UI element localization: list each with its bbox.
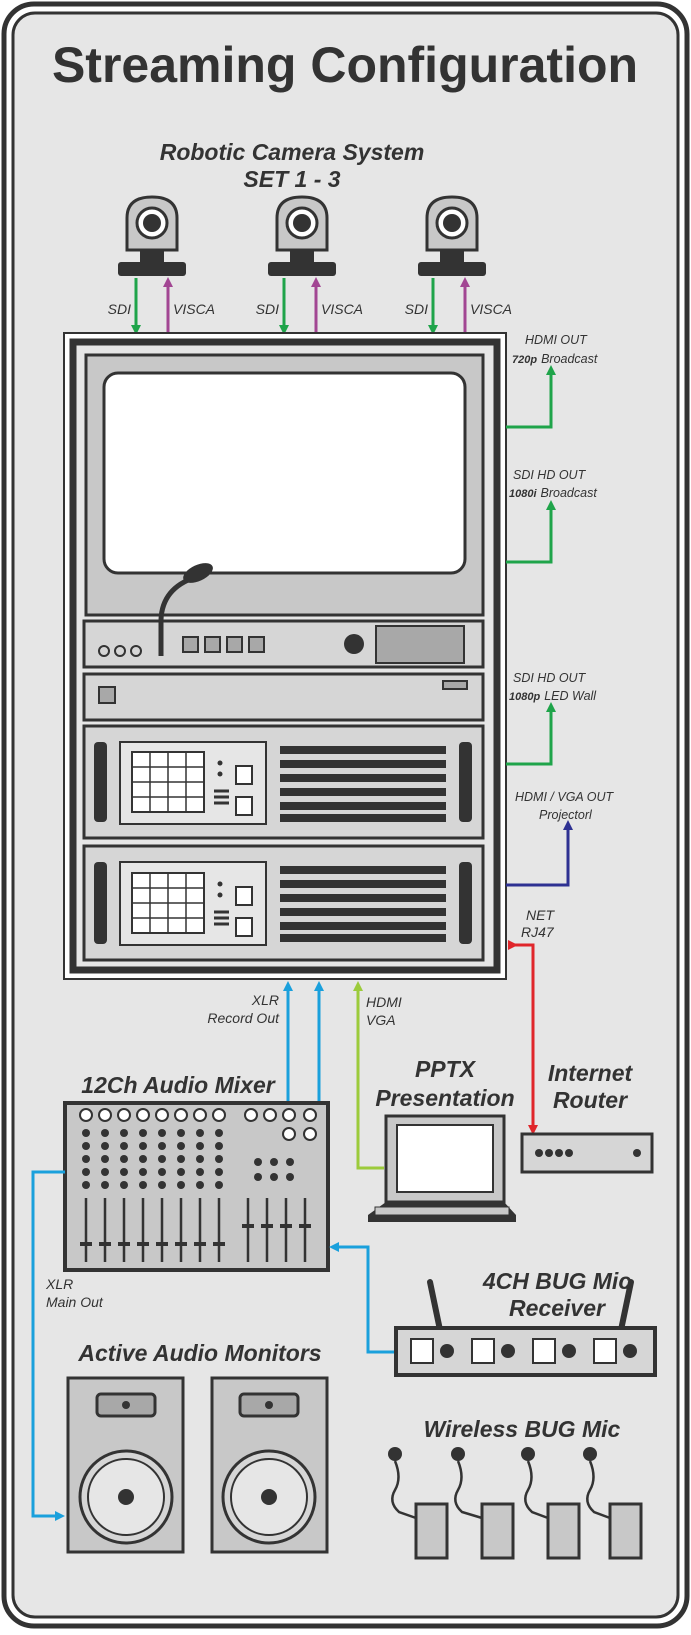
audio-mixer <box>63 1101 330 1272</box>
xlr-record-desc: Record Out <box>207 1010 280 1026</box>
cam1-visca-label: VISCA <box>173 301 215 317</box>
wireless-bug-mic-2 <box>451 1447 515 1560</box>
cam3-visca-label: VISCA <box>470 301 512 317</box>
router-subtitle: Router <box>553 1087 628 1113</box>
audio-monitor-right <box>210 1376 329 1554</box>
xlr-main-desc: Main Out <box>46 1294 104 1310</box>
hdmi-out-label: HDMI OUT <box>525 333 588 347</box>
sdi-out-2-use: LED Wall <box>544 689 597 703</box>
net-label: NET <box>526 907 555 923</box>
sdi-out-1-desc: 1080i Broadcast <box>509 486 597 500</box>
vga-in-label: VGA <box>366 1012 396 1028</box>
cam1-sdi-label: SDI <box>108 301 131 317</box>
cam3-sdi-label: SDI <box>405 301 428 317</box>
camera-system-set: SET 1 - 3 <box>243 166 340 192</box>
monitors-title: Active Audio Monitors <box>77 1340 321 1366</box>
pptx-subtitle: Presentation <box>375 1085 514 1111</box>
camera-controller-2 <box>82 844 485 962</box>
xlr-record-label: XLR <box>251 992 279 1008</box>
hdmi-out-use: Broadcast <box>541 352 598 366</box>
sdi-out-1-label: SDI HD OUT <box>513 468 587 482</box>
hdmi-vga-out-arrow <box>506 820 573 887</box>
bug-receiver-title: 4CH BUG Mic <box>482 1268 631 1294</box>
router-title: Internet <box>548 1060 634 1086</box>
bug-mic-receiver <box>394 1279 657 1377</box>
robotic-camera-3 <box>418 195 486 276</box>
bug-receiver-subtitle: Receiver <box>509 1295 606 1321</box>
cam2-sdi-label: SDI <box>256 301 279 317</box>
sdi-out-1-use: Broadcast <box>541 486 598 500</box>
presentation-laptop <box>368 1114 516 1222</box>
hdmi-in-label: HDMI <box>366 994 402 1010</box>
pptx-title: PPTX <box>415 1056 477 1082</box>
sdi-out-2-label: SDI HD OUT <box>513 671 587 685</box>
sdi-out-1-arrow <box>506 500 556 564</box>
xlr-main-label: XLR <box>45 1276 73 1292</box>
hdmi-vga-out-desc: Projectorl <box>539 808 593 822</box>
hdmi-out-res: 720p <box>512 354 537 366</box>
wireless-bug-mic-3 <box>521 1447 581 1560</box>
sdi-out-2-arrow <box>506 702 556 766</box>
bug-receiver-arrow <box>329 1242 396 1354</box>
page-title: Streaming Configuration <box>52 37 638 93</box>
sdi-out-2-desc: 1080p LED Wall <box>509 689 597 703</box>
camera-controller-1 <box>82 724 485 840</box>
internet-router <box>520 1132 654 1174</box>
net-arrow <box>508 940 538 1135</box>
audio-monitor-left <box>66 1376 185 1554</box>
xlr-main-out-arrow <box>31 1170 65 1521</box>
robotic-camera-2 <box>268 195 336 276</box>
hdmi-out-desc: 720p Broadcast <box>512 352 598 366</box>
robotic-camera-1 <box>118 195 186 276</box>
sdi-out-1-res: 1080i <box>509 488 537 500</box>
hdmi-out-arrow <box>506 365 556 429</box>
hdmi-vga-out-label: HDMI / VGA OUT <box>515 790 615 804</box>
sdi-out-2-res: 1080p <box>509 691 540 703</box>
wireless-bug-mic-1 <box>388 1447 449 1560</box>
net-port-label: RJ47 <box>521 924 555 940</box>
wireless-bug-title: Wireless BUG Mic <box>424 1416 621 1442</box>
camera-system-title: Robotic Camera System <box>160 139 425 165</box>
wireless-bug-mic-4 <box>583 1447 643 1560</box>
equipment-rack <box>63 332 507 980</box>
hdmi-vga-in-arrow <box>353 981 384 1170</box>
recorder-unit <box>82 672 485 722</box>
cam2-visca-label: VISCA <box>321 301 363 317</box>
audio-mixer-title: 12Ch Audio Mixer <box>81 1072 275 1098</box>
